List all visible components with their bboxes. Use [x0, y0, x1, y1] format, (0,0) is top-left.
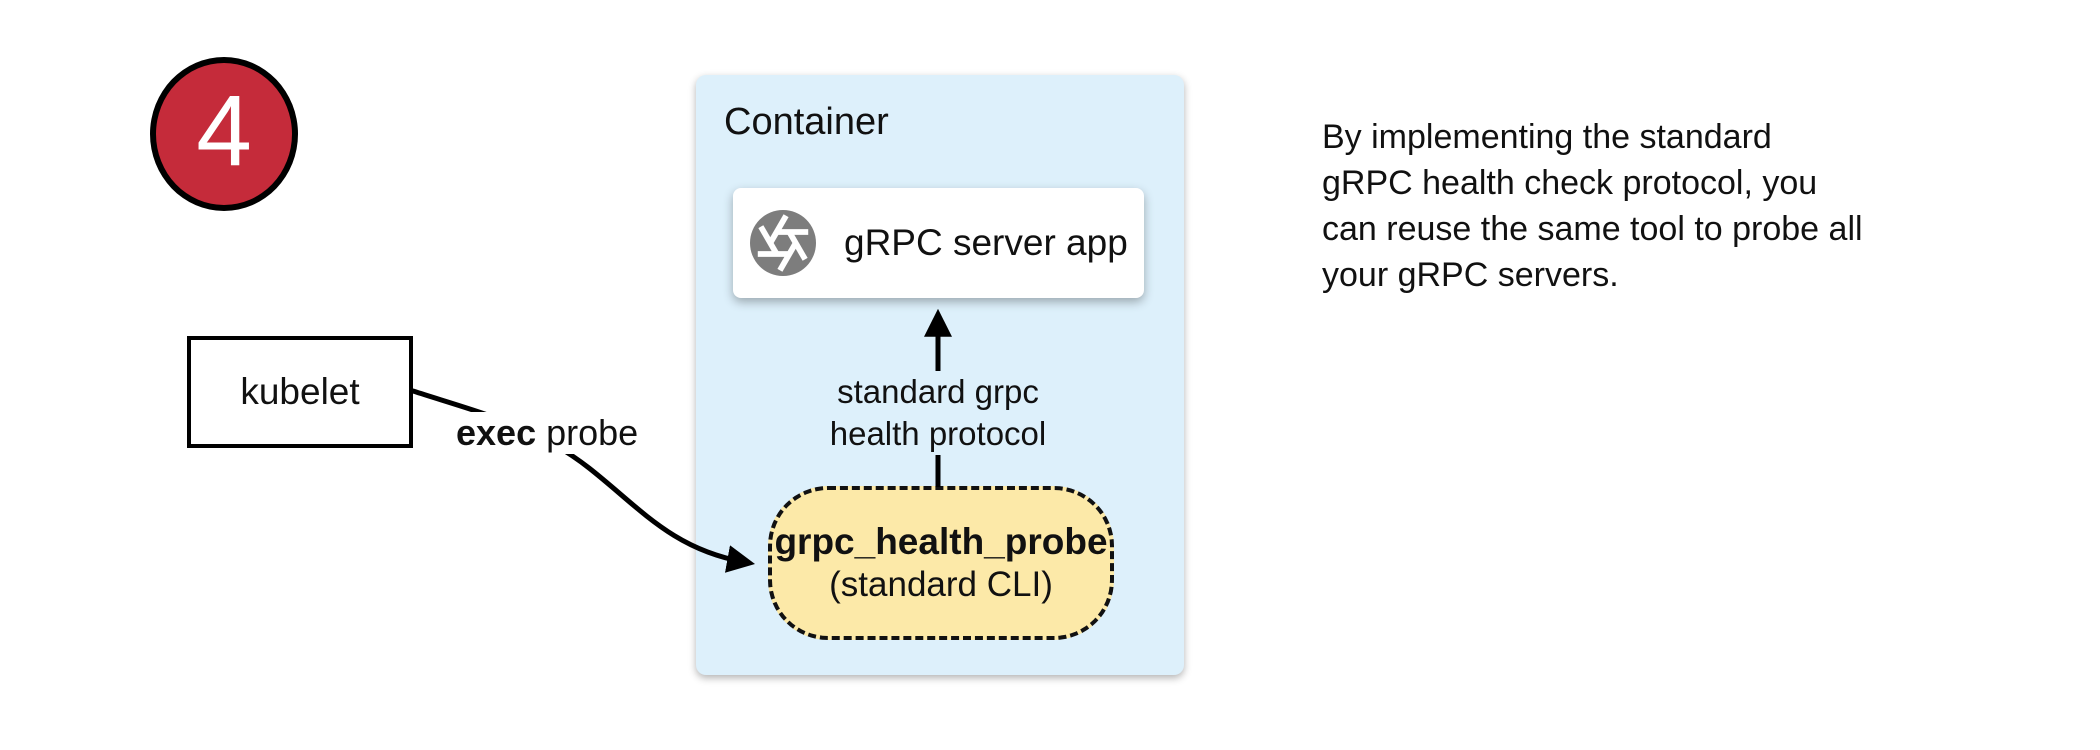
note-line: gRPC health check protocol, you [1322, 164, 1818, 202]
container-title: Container [724, 101, 889, 143]
note-line: your gRPC servers. [1322, 256, 1619, 294]
health-protocol-label-line2: health protocol [829, 415, 1047, 452]
step-number: 4 [196, 75, 252, 187]
health-protocol-label-line1: standard grpc [837, 373, 1039, 410]
exec-probe-label: exec probe [450, 412, 645, 454]
exec-probe-label-regular: probe [536, 412, 639, 453]
kubelet-label: kubelet [240, 371, 360, 412]
grpc-health-probe-name: grpc_health_probe [774, 520, 1108, 562]
health-protocol-label: standard grpc health protocol [797, 371, 1079, 455]
note-line: By implementing the standard [1322, 118, 1772, 156]
grpc-server-app-label: gRPC server app [844, 222, 1128, 263]
note-line: can reuse the same tool to probe all [1322, 210, 1863, 248]
exec-probe-label-bold: exec [456, 412, 537, 453]
aperture-icon [750, 210, 816, 276]
step-number-badge: 4 [150, 57, 298, 211]
kubelet-node: kubelet [187, 336, 413, 448]
explanation-note: By implementing the standard gRPC health… [1322, 114, 1863, 298]
grpc-health-probe-subtitle: (standard CLI) [829, 565, 1053, 605]
container-panel: Container gRPC server app [696, 75, 1184, 675]
grpc-health-probe-node: grpc_health_probe (standard CLI) [768, 486, 1114, 640]
grpc-server-app-node: gRPC server app [733, 188, 1144, 298]
